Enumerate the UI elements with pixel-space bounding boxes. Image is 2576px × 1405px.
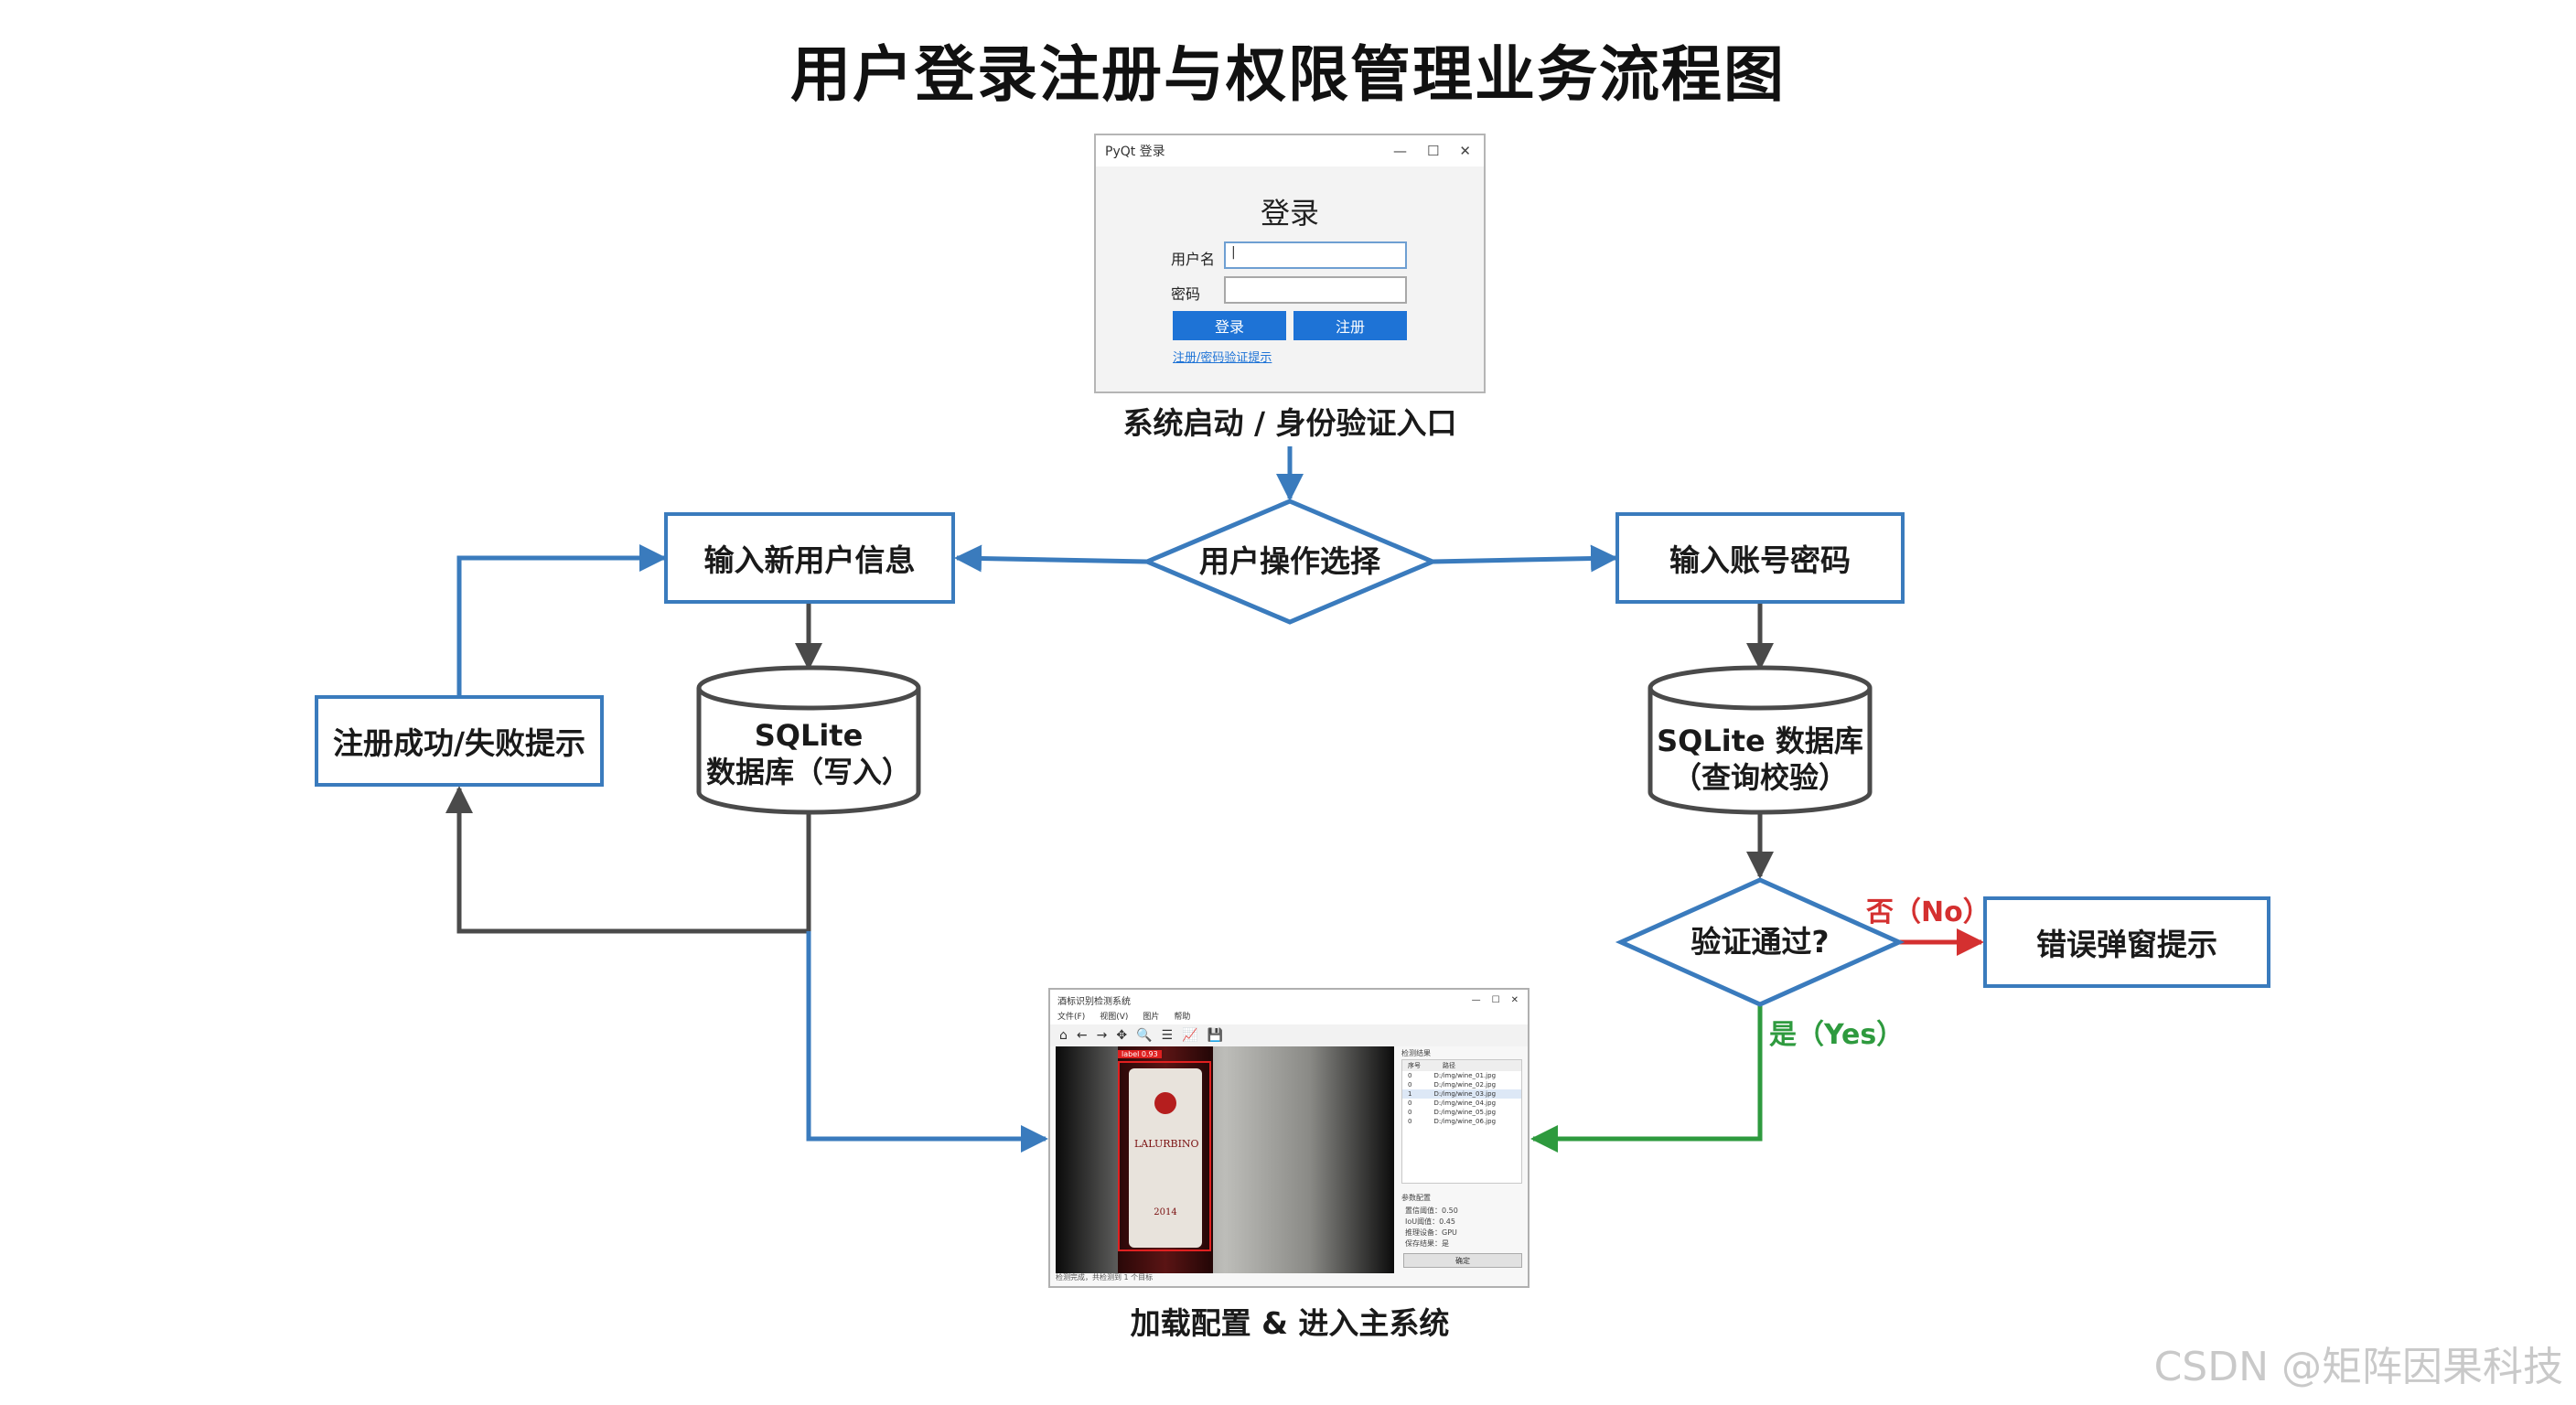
menu-file[interactable]: 文件(F) [1057,1013,1086,1022]
detection-tag: label 0.93 [1118,1050,1162,1058]
username-label: 用户名 [1171,251,1216,268]
result-panel-title: 检测结果 [1401,1049,1431,1057]
table-row[interactable]: 0 D:/img/wine_02.jpg [1402,1080,1521,1089]
register-button[interactable]: 注册 [1293,311,1407,340]
config-panel-title: 参数配置 [1401,1194,1431,1202]
db-check-label-line2: （查询校验） [1671,760,1848,795]
label-year: 2014 [1154,1207,1177,1217]
detection-image: LALURBINO 2014 label 0.93 [1056,1046,1394,1273]
config-confirm-button[interactable]: 确定 [1403,1253,1522,1268]
chart-icon[interactable]: 📈 [1182,1028,1198,1043]
edge-reg-result-to-new-user [456,544,667,695]
new-user-box: 输入新用户信息 [664,512,955,604]
verify-label: 验证通过? [1690,924,1830,960]
reg-result-box: 注册成功/失败提示 [315,695,604,787]
menu-image[interactable]: 图片 [1143,1013,1160,1022]
choice-diamond [1141,499,1439,625]
wine-bottle-photo [1056,1046,1394,1273]
table-row[interactable]: 1 D:/img/wine_03.jpg [1402,1089,1521,1099]
login-window-titlebar: PyQt 登录 — ☐ ✕ [1096,135,1484,166]
config-row: 保存结果：是 [1405,1239,1449,1248]
edge-db-write-to-reg-result [445,786,811,934]
config-row: 推理设备：GPU [1405,1228,1457,1237]
cell-index: 0 [1408,1109,1412,1116]
col-path: 路径 [1443,1062,1455,1069]
config-row: 置信阈值：0.50 [1405,1207,1458,1215]
zoom-icon[interactable]: 🔍 [1136,1028,1153,1043]
main-toolbar: ⌂ ← → ✥ 🔍 ☰ 📈 💾 [1050,1024,1528,1046]
forward-icon[interactable]: → [1096,1028,1108,1043]
minimize-icon[interactable]: — [1392,143,1407,159]
edge-verify-to-main [1530,1004,1763,1153]
cell-path: D:/img/wine_01.jpg [1433,1072,1497,1079]
table-row[interactable]: 0 D:/img/wine_04.jpg [1402,1099,1521,1108]
back-icon[interactable]: ← [1076,1028,1088,1043]
watermark: CSDN @矩阵因果科技 [2153,1344,2563,1390]
cell-index: 0 [1408,1081,1412,1089]
result-list-header: 序号 路径 [1402,1060,1521,1071]
cell-path: D:/img/wine_04.jpg [1433,1099,1497,1107]
main-minimize-icon[interactable]: — [1471,994,1481,1005]
login-window-title: PyQt 登录 [1105,145,1165,159]
close-icon[interactable]: ✕ [1459,143,1471,159]
home-icon[interactable]: ⌂ [1059,1028,1068,1043]
pan-icon[interactable]: ✥ [1116,1028,1128,1043]
choice-label: 用户操作选择 [1199,543,1380,579]
main-statusbar: 检测完成，共检测到 1 个目标 [1056,1273,1154,1282]
cell-path: D:/img/wine_05.jpg [1433,1109,1497,1116]
table-row[interactable]: 0 D:/img/wine_01.jpg [1402,1071,1521,1080]
table-row[interactable]: 0 D:/img/wine_05.jpg [1402,1108,1521,1117]
edge-choice-to-new-user [954,544,1148,573]
password-input[interactable] [1224,276,1407,304]
main-maximize-icon[interactable]: ☐ [1491,994,1500,1005]
db-check-cylinder [1648,665,1873,815]
login-heading: 登录 [1260,196,1319,231]
diagram-title: 用户登录注册与权限管理业务流程图 [790,39,1786,110]
menu-view[interactable]: 视图(V) [1100,1013,1129,1022]
cell-index: 0 [1408,1118,1412,1125]
error-box: 错误弹窗提示 [1983,896,2270,988]
login-window: PyQt 登录 — ☐ ✕ 登录 用户名 | 密码 登录 注册 注册/密码验证提… [1094,134,1486,393]
edge-label-yes: 是（Yes） [1769,1019,1905,1051]
detection-box [1118,1061,1211,1251]
main-close-icon[interactable]: ✕ [1510,994,1519,1005]
login-button[interactable]: 登录 [1173,311,1286,340]
password-label: 密码 [1171,285,1201,303]
save-icon[interactable]: 💾 [1207,1028,1223,1043]
main-window: 酒标识别检测系统 — ☐ ✕ 文件(F) 视图(V) 图片 帮助 ⌂ ← → ✥… [1048,988,1530,1288]
main-window-titlebar: 酒标识别检测系统 — ☐ ✕ [1050,990,1528,1010]
edge-label-no: 否（No） [1866,896,1991,928]
main-window-title: 酒标识别检测系统 [1057,996,1131,1007]
settings-icon[interactable]: ☰ [1161,1028,1174,1043]
db-write-label-line1: SQLite [754,718,864,753]
db-check-label-line1: SQLite 数据库 [1657,724,1863,758]
main-menubar: 文件(F) 视图(V) 图片 帮助 [1050,1010,1528,1024]
cell-path: D:/img/wine_03.jpg [1433,1090,1497,1098]
maximize-icon[interactable]: ☐ [1426,143,1440,159]
db-write-label-line2: 数据库（写入） [705,755,911,789]
label-brand: LALURBINO [1134,1138,1199,1150]
cell-index: 1 [1408,1090,1412,1098]
config-row: IoU阈值：0.45 [1405,1217,1455,1226]
verify-diamond [1615,877,1905,1007]
menu-help[interactable]: 帮助 [1174,1013,1191,1022]
entry-caption: 系统启动 / 身份验证入口 [1122,405,1457,441]
table-row[interactable]: 0 D:/img/wine_06.jpg [1402,1117,1521,1126]
account-box: 输入账号密码 [1615,512,1905,604]
username-input[interactable]: | [1224,241,1407,269]
main-caption: 加载配置 & 进入主系统 [1130,1305,1450,1341]
edge-db-write-to-main [806,931,1048,1153]
cell-index: 0 [1408,1072,1412,1079]
db-write-cylinder [696,665,921,815]
edge-choice-to-account [1432,544,1618,573]
hint-link[interactable]: 注册/密码验证提示 [1173,351,1272,365]
cell-path: D:/img/wine_02.jpg [1433,1081,1497,1089]
cell-path: D:/img/wine_06.jpg [1433,1118,1497,1125]
cell-index: 0 [1408,1099,1412,1107]
col-index: 序号 [1408,1062,1421,1069]
